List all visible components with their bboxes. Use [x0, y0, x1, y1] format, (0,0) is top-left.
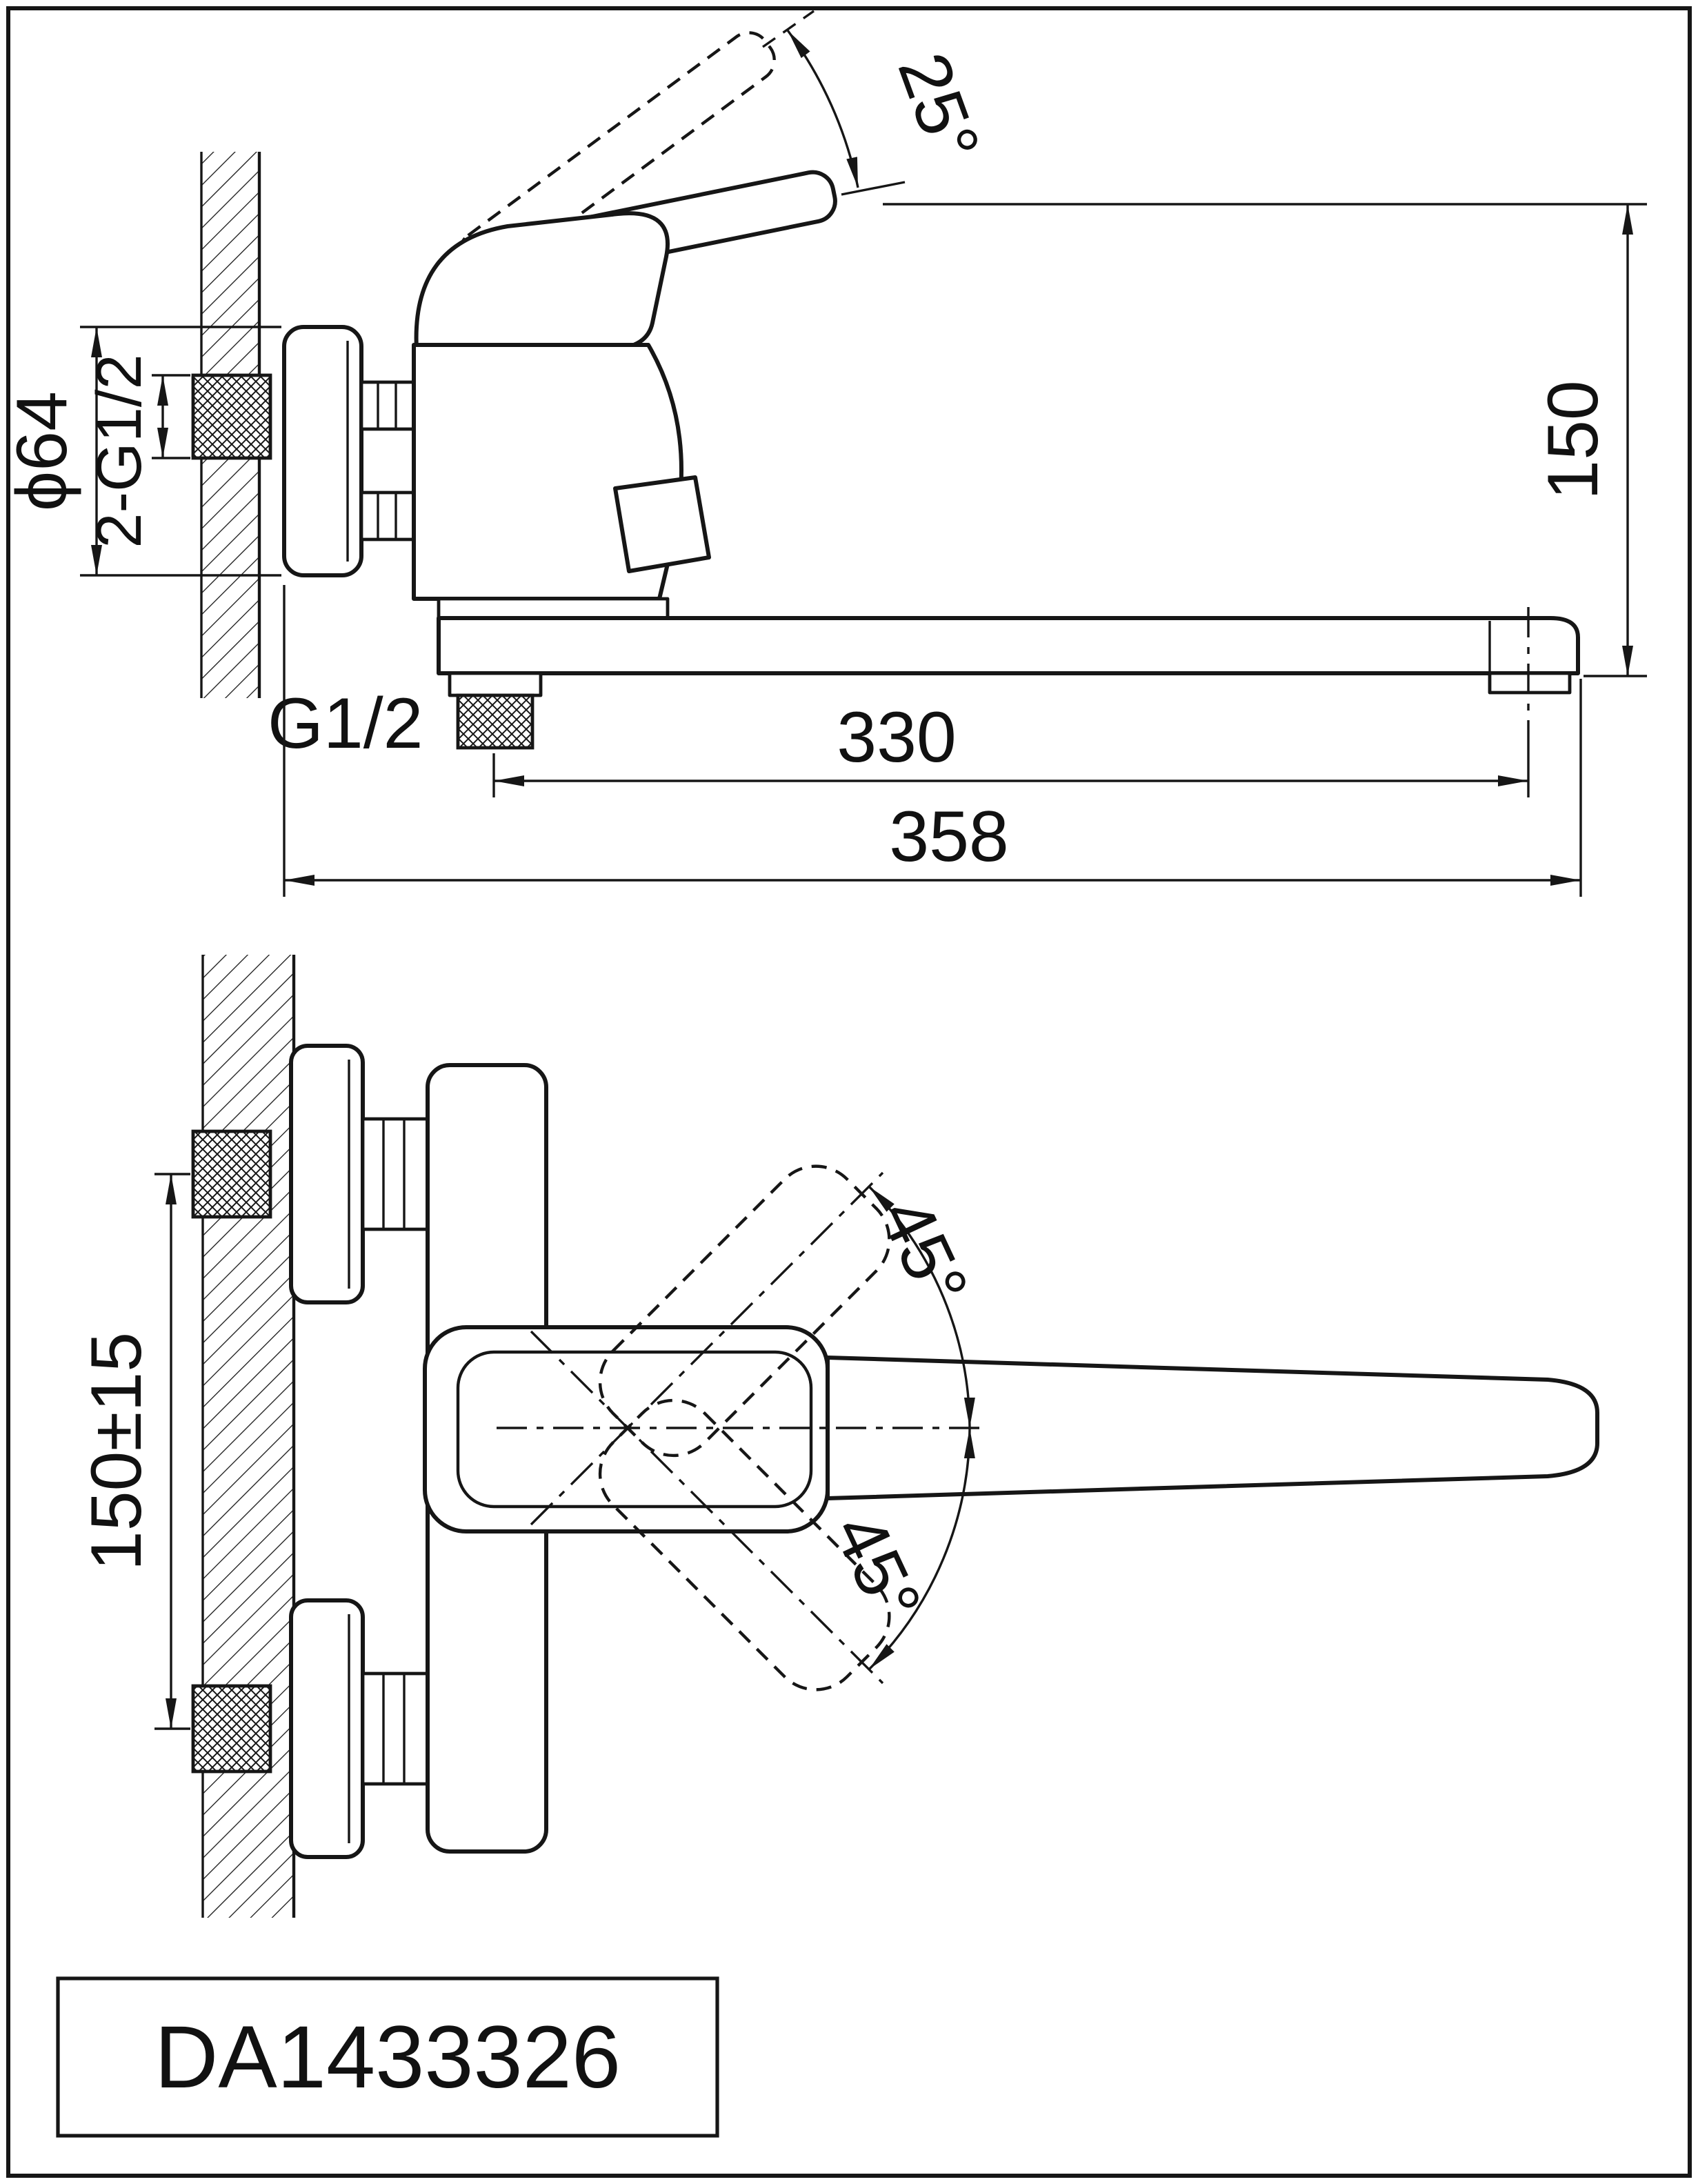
inlet-connectors-plan	[361, 1117, 430, 1786]
inlet-connectors-side	[359, 380, 416, 542]
dim-height: 150	[1533, 380, 1613, 500]
escutcheon-bottom	[289, 1598, 365, 1859]
spout-plan	[826, 1356, 1599, 1500]
centerline-up	[530, 1171, 884, 1526]
inlet-nipple-side	[191, 373, 272, 460]
dim-handle-angle: 25°	[882, 43, 995, 172]
title-box: DA1433326	[56, 1976, 719, 2138]
wall-section-plan	[201, 955, 296, 1918]
spout-side	[437, 616, 1580, 675]
dim-escutcheon-diameter: ϕ64	[2, 391, 82, 511]
dim-total-depth: 358	[889, 797, 1009, 877]
spout-joint	[437, 597, 670, 620]
dim-inlet-spacing: 150±15	[77, 1332, 157, 1571]
dim-spout-length: 330	[837, 697, 957, 777]
diverter-knob	[613, 475, 711, 573]
aerator	[1488, 671, 1572, 695]
inlet-nipple-top	[191, 1129, 272, 1219]
plan-view: 45° 45° 150±15	[77, 955, 1599, 1918]
side-view	[191, 31, 1580, 750]
centerline-down	[530, 1330, 884, 1685]
label-outlet-thread: G1/2	[268, 684, 423, 764]
shower-outlet	[448, 671, 543, 750]
handle-plan	[456, 1350, 813, 1509]
dim-swing-up: 45°	[865, 1186, 983, 1318]
shower-outlet-thread	[456, 693, 535, 750]
escutcheon-side	[282, 325, 363, 577]
model-number: DA1433326	[154, 2008, 621, 2107]
inlet-nipple-bottom	[191, 1684, 272, 1774]
drawing-frame	[6, 6, 1692, 2178]
dim-swing-down: 45°	[818, 1502, 937, 1634]
escutcheon-top	[289, 1044, 365, 1304]
cartridge-dome	[414, 211, 670, 351]
title-box-border	[56, 1976, 719, 2138]
side-view-dimensions: ϕ64 2-G1/2 25° 150 G1/2 330 358	[2, 10, 1647, 897]
dim-inlet-thread: 2-G1/2	[84, 354, 154, 548]
